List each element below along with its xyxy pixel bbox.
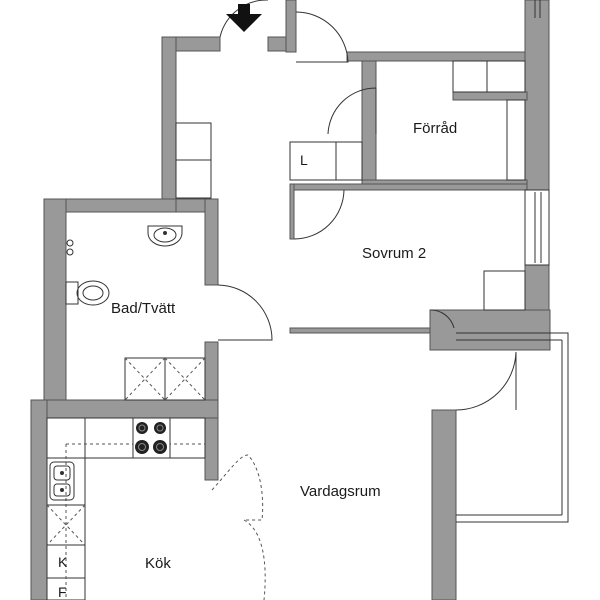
wall-storage-small: [452, 91, 528, 101]
wall-bath-bottom: [30, 399, 219, 419]
sink-icon: [49, 461, 75, 501]
outlines: [46, 0, 569, 600]
room-label-bath-laundry: Bad/Tvätt: [111, 300, 176, 317]
washer-icon: [124, 357, 166, 401]
bedroom-door-swing: [293, 189, 345, 240]
room-label-bedroom-2: Sovrum 2: [362, 245, 427, 262]
wall-right-upper: [524, 0, 550, 191]
stove-icon: [132, 417, 171, 459]
bedroom-corner-swing: [429, 309, 455, 329]
washbasin-icon: [147, 225, 183, 247]
wall-bath-left: [43, 198, 67, 405]
room-label-storage: Förråd: [413, 120, 458, 137]
wall-kitchen-left: [30, 399, 48, 600]
fridge-marker-k: K: [58, 554, 68, 570]
tap-icon: [66, 239, 74, 256]
balcony-door-swing: [455, 351, 517, 411]
storage-door-swing: [327, 87, 377, 135]
dashed-lines: [65, 443, 266, 600]
door-swings: [217, 0, 517, 411]
wall-kitchen-right-stub: [204, 417, 219, 481]
wardrobe-marker-l: L: [300, 152, 308, 168]
wall-bed-top: [289, 183, 528, 191]
wall-bed-left: [289, 183, 295, 240]
wall-corridor-left: [161, 36, 177, 201]
wall-living-right: [431, 409, 457, 600]
dryer-icon: [164, 357, 206, 401]
wall-storage-left: [361, 60, 377, 187]
bath-door-swing: [217, 284, 273, 341]
wall-bed-bottom-right: [429, 309, 551, 351]
toilet-icon: [65, 280, 110, 306]
freezer-marker-f: F: [58, 584, 67, 600]
room-label-living: Vardagsrum: [300, 483, 381, 500]
entrance-arrow-icon: [226, 4, 262, 32]
entrance-door-swing: [219, 0, 268, 38]
room-label-kitchen: Kök: [145, 555, 171, 572]
wall-entrance-post: [285, 0, 297, 53]
wall-bed-bottom: [289, 327, 431, 334]
hall-door-swing: [295, 11, 349, 63]
wall-bath-right-lower: [204, 341, 219, 405]
wall-bath-right: [204, 198, 219, 286]
wall-top-right: [346, 51, 528, 62]
walls: [30, 0, 551, 600]
